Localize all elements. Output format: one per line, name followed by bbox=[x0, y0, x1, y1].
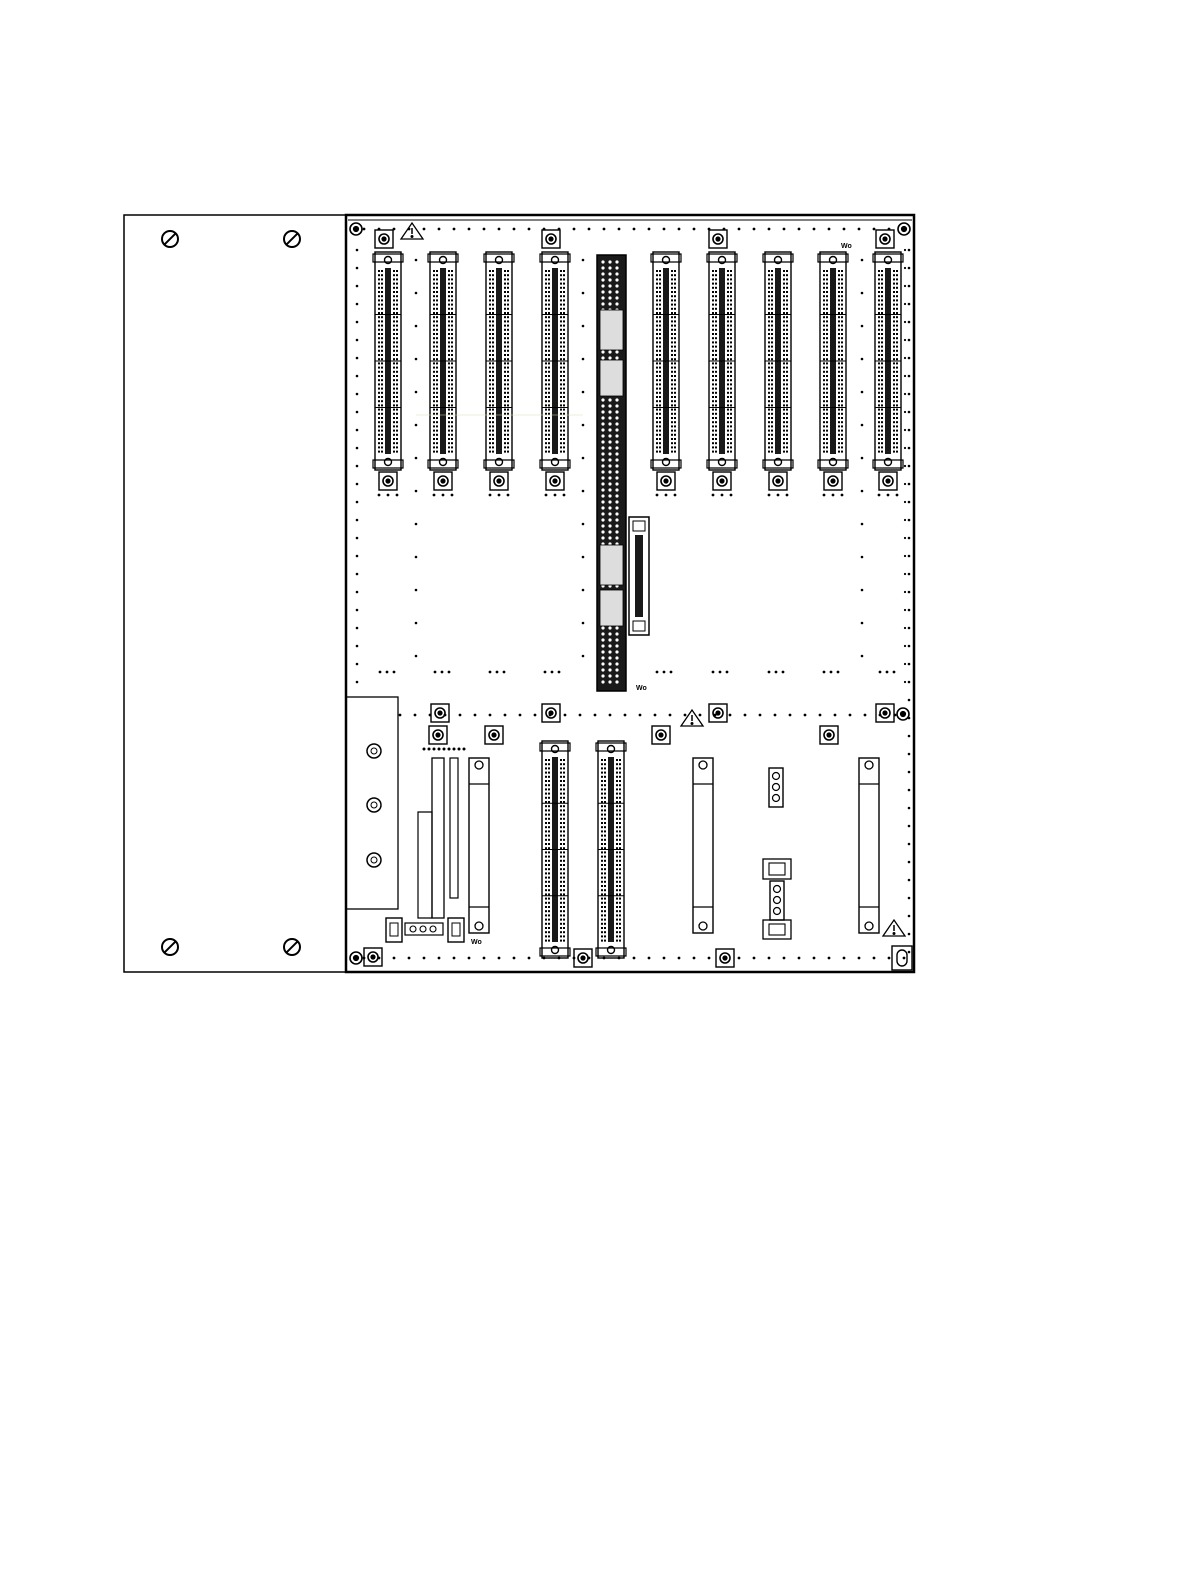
mount-hole-icon bbox=[898, 223, 910, 235]
pin-dot-row bbox=[712, 494, 733, 497]
card-edge-connector bbox=[596, 741, 626, 958]
pin-dot-row bbox=[656, 671, 673, 674]
pin-dot-row bbox=[434, 671, 451, 674]
pin-dot-row bbox=[489, 494, 510, 497]
standoff-icon bbox=[820, 726, 838, 744]
card-edge-connector bbox=[873, 252, 903, 470]
pin-dot-column bbox=[861, 259, 864, 658]
pin-dot-column bbox=[908, 249, 911, 954]
card-edge-connector bbox=[651, 252, 681, 470]
pin-dot-row bbox=[823, 671, 840, 674]
standoff-icon bbox=[769, 472, 787, 490]
slotted-screw-icon bbox=[162, 939, 178, 955]
standoff-icon bbox=[429, 726, 447, 744]
small-label: Wo bbox=[471, 939, 482, 946]
pin-dot-column bbox=[582, 259, 585, 658]
pin-dot-row bbox=[768, 671, 785, 674]
power-plug bbox=[763, 859, 791, 939]
standoff-icon bbox=[546, 472, 564, 490]
standoff-icon bbox=[542, 704, 560, 722]
pin-dot-row bbox=[878, 494, 899, 497]
slotted-screw-icon bbox=[162, 231, 178, 247]
warning-triangle-icon bbox=[681, 710, 703, 726]
standoff-icon bbox=[657, 472, 675, 490]
pin-dot-column bbox=[415, 259, 418, 658]
card-edge-connector bbox=[540, 252, 570, 470]
standoff-icon bbox=[542, 230, 560, 248]
pin-dot-row bbox=[363, 957, 906, 960]
pin-dot-row bbox=[544, 671, 561, 674]
standoff-icon bbox=[485, 726, 503, 744]
standoff-icon bbox=[824, 472, 842, 490]
header-connector bbox=[386, 918, 464, 942]
card-guide bbox=[693, 758, 713, 933]
power-plug bbox=[770, 881, 784, 920]
standoff-icon bbox=[709, 230, 727, 248]
terminal-strip bbox=[418, 758, 458, 918]
warning-triangle-icon bbox=[401, 223, 423, 239]
pin-dot-row bbox=[712, 671, 729, 674]
standoff-icon bbox=[431, 704, 449, 722]
pin-dot-row bbox=[433, 494, 454, 497]
bracket-panel bbox=[346, 697, 398, 909]
warning-triangle-icon bbox=[883, 920, 905, 936]
standoff-icon bbox=[876, 230, 894, 248]
standoff-icon bbox=[876, 704, 894, 722]
outer-frame bbox=[124, 215, 914, 972]
pin-dot-row bbox=[656, 494, 677, 497]
standoff-icon bbox=[379, 472, 397, 490]
pin-dot-row bbox=[768, 494, 789, 497]
standoff-icon bbox=[709, 704, 727, 722]
standoff-icon bbox=[490, 472, 508, 490]
small-label: Wo bbox=[636, 685, 647, 692]
standoff-icon bbox=[652, 726, 670, 744]
small-label: Wo bbox=[841, 243, 852, 250]
pin-dot-row bbox=[378, 494, 399, 497]
card-guide bbox=[859, 758, 879, 933]
mount-hole-icon bbox=[350, 223, 362, 235]
pin-dot-row bbox=[363, 228, 906, 231]
ribbon-connector bbox=[629, 517, 649, 635]
pin-dot-row bbox=[379, 671, 396, 674]
slot-hole-icon bbox=[892, 946, 912, 970]
card-edge-connector bbox=[428, 252, 458, 470]
standoff-icon bbox=[375, 230, 393, 248]
card-edge-connector bbox=[373, 252, 403, 470]
mount-hole-icon bbox=[350, 952, 362, 964]
standoff-icon bbox=[434, 472, 452, 490]
pin-dot-row bbox=[545, 494, 566, 497]
card-edge-connector bbox=[484, 252, 514, 470]
pin-dot-column bbox=[904, 249, 906, 683]
pin-dot-row bbox=[823, 494, 844, 497]
pin-dot-row bbox=[423, 748, 466, 751]
pin-dot-row bbox=[879, 671, 896, 674]
card-edge-connector bbox=[540, 741, 570, 958]
power-plug bbox=[769, 768, 783, 807]
card-edge-connector bbox=[818, 252, 848, 470]
card-edge-connector bbox=[763, 252, 793, 470]
pin-dot-column bbox=[356, 249, 359, 684]
slotted-screw-icon bbox=[284, 939, 300, 955]
standoff-icon bbox=[713, 472, 731, 490]
slotted-screw-icon bbox=[284, 231, 300, 247]
standoff-icon bbox=[879, 472, 897, 490]
card-edge-connector bbox=[707, 252, 737, 470]
dense-connector bbox=[597, 255, 626, 691]
mount-hole-icon bbox=[897, 708, 909, 720]
pin-dot-row bbox=[489, 671, 506, 674]
standoff-icon bbox=[716, 949, 734, 967]
card-guide bbox=[469, 758, 489, 933]
pin-dot-row bbox=[399, 714, 897, 717]
